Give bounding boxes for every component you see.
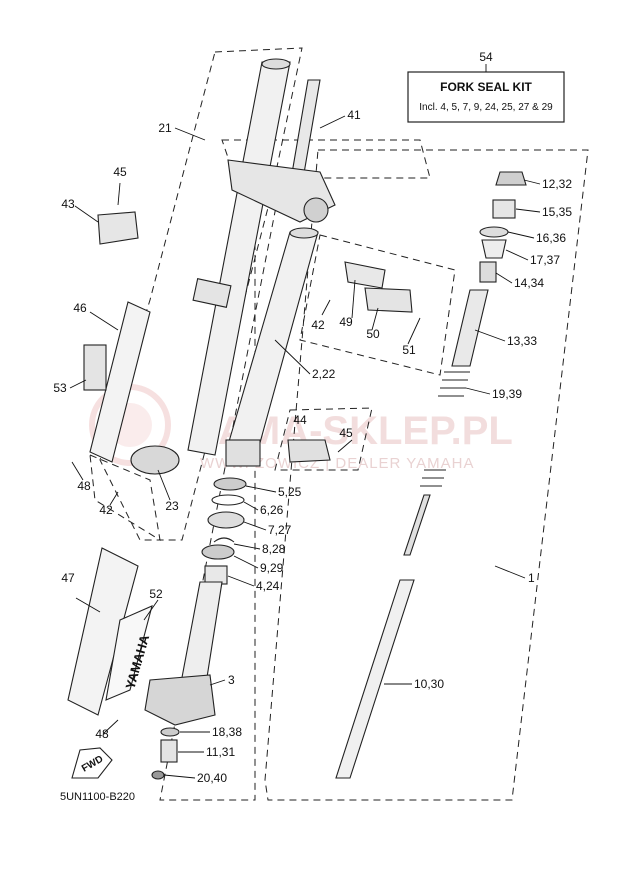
- callout-51: 51: [402, 343, 416, 357]
- callout-5-25: 5,25: [278, 485, 302, 499]
- callout-11-31: 11,31: [206, 745, 235, 759]
- seal-stack: [201, 477, 247, 585]
- callout-42-lower: 42: [99, 503, 113, 517]
- fwd-direction-sticker: FWD: [71, 747, 113, 779]
- callout-19-39: 19,39: [492, 387, 522, 401]
- callout-16-36: 16,36: [536, 231, 566, 245]
- callout-17-37: 17,37: [530, 253, 560, 267]
- callout-18-38: 18,38: [212, 725, 242, 739]
- callout-9-29: 9,29: [260, 561, 284, 575]
- callout-3: 3: [228, 673, 235, 687]
- callout-50: 50: [366, 327, 380, 341]
- outer-tube: [130, 58, 291, 475]
- steering-stem: [227, 79, 336, 223]
- callout-2-22: 2,22: [312, 367, 336, 381]
- callout-6-26: 6,26: [260, 503, 284, 517]
- callout-53: 53: [53, 381, 67, 395]
- callout-44: 44: [293, 413, 307, 427]
- callout-13-33: 13,33: [507, 334, 537, 348]
- guard-sticker-53: [83, 344, 107, 391]
- callout-49: 49: [339, 315, 353, 329]
- callout-45-mid: 45: [339, 426, 353, 440]
- kit-number: 54: [479, 50, 493, 64]
- callout-45-top: 45: [113, 165, 127, 179]
- callout-12-32: 12,32: [542, 177, 572, 191]
- kit-title: FORK SEAL KIT: [440, 80, 532, 94]
- lower-leg: [144, 581, 223, 726]
- callout-42-upper: 42: [311, 318, 325, 332]
- callout-15-35: 15,35: [542, 205, 572, 219]
- guide-group-outline: [299, 234, 456, 376]
- callout-47: 47: [61, 571, 75, 585]
- inner-tube: [225, 227, 319, 467]
- callout-4-24: 4,24: [256, 579, 280, 593]
- callout-7-27: 7,27: [268, 523, 292, 537]
- callout-41: 41: [347, 108, 361, 122]
- fork-seal-kit-box: 54 FORK SEAL KIT Incl. 4, 5, 7, 9, 24, 2…: [407, 50, 565, 123]
- callout-46: 46: [73, 301, 87, 315]
- callout-10-30: 10,30: [414, 677, 444, 691]
- callout-48-upper: 48: [77, 479, 91, 493]
- damper-spring: [420, 371, 470, 487]
- callout-1: 1: [528, 571, 535, 585]
- callout-23: 23: [165, 499, 179, 513]
- callout-20-40: 20,40: [197, 771, 227, 785]
- callout-48-lower: 48: [95, 727, 109, 741]
- damper-assembly: [335, 171, 527, 779]
- watermark-subtext: WWW. ZOWICZ | DEALER YAMAHA: [200, 455, 475, 472]
- leader-lines: [69, 115, 541, 779]
- callout-52: 52: [149, 587, 163, 601]
- diagram-code: 5UN1100-B220: [60, 791, 135, 803]
- parts: YAMAHA FWD: [67, 58, 527, 780]
- guard-group-outline: [89, 454, 161, 542]
- damper-group-outline: [264, 149, 589, 801]
- callout-8-28: 8,28: [262, 542, 286, 556]
- clamp-group-outline: [274, 407, 373, 471]
- callout-14-34: 14,34: [514, 276, 544, 290]
- callout-43: 43: [61, 197, 75, 211]
- callout-21: 21: [158, 121, 172, 135]
- kit-includes: Incl. 4, 5, 7, 9, 24, 25, 27 & 29: [419, 102, 553, 113]
- bottom-bolts: [151, 727, 180, 780]
- callout-labels: 21 41 45 43 12,32 15,35 16,36 17,37 14,3…: [53, 108, 572, 785]
